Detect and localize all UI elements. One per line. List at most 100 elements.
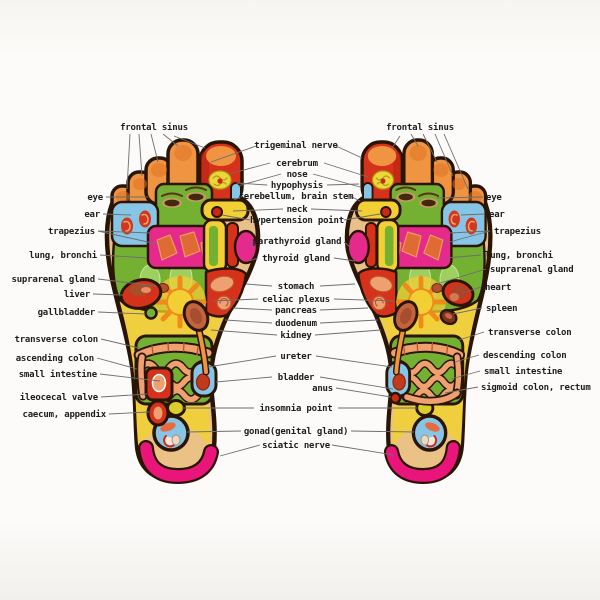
label-suprarenal-gland-right: suprarenal gland: [490, 265, 574, 275]
sigmoid-colon-rectum-leader-line: [444, 386, 479, 394]
label-anus: anus: [312, 384, 333, 394]
nose-leader-line: [312, 173, 361, 188]
ileocecal-valve-leader-line: [100, 393, 148, 398]
ascending-colon-leader-line: [96, 357, 138, 370]
ureter-leader-line: [315, 355, 393, 368]
frontal-sinus-right-leader-line: [443, 133, 469, 190]
label-trapezius-left: trapezius: [48, 226, 95, 237]
frontal-sinus-right-leader-line: [434, 133, 454, 177]
cerebellum-brain-stem-leader-line: [233, 195, 244, 201]
label-spleen: spleen: [486, 304, 517, 314]
celiac-plexus-leader-line: [212, 298, 259, 302]
heart-leader-line: [465, 286, 482, 293]
label-small-intestine-left: small intestine: [19, 369, 98, 380]
bladder-leader-line: [319, 376, 394, 390]
label-sciatic-nerve: sciatic nerve: [262, 440, 331, 451]
ear-right-leader-line: [460, 213, 486, 216]
pancreas-leader-line: [319, 307, 369, 311]
caecum-appendix-leader-line: [108, 411, 150, 415]
label-ear-left: ear: [84, 210, 100, 220]
bladder-leader-line: [215, 376, 273, 383]
kidney-leader-line: [314, 329, 382, 336]
frontal-sinus-right-leader-line: [422, 133, 438, 163]
hypertension-point-leader-line: [343, 213, 381, 221]
parathyroid-gland-leader-line: [249, 241, 256, 248]
sciatic-nerve-leader-line: [331, 444, 395, 456]
small-intestine-right-leader-line: [450, 370, 481, 380]
label-ileocecal-valve: ileocecal valve: [20, 392, 99, 403]
label-caecum-appendix: caecum, appendix: [23, 409, 107, 420]
label-small-intestine-right: small intestine: [484, 366, 563, 377]
hypertension-point-leader-line: [221, 214, 251, 221]
label-pancreas: pancreas: [275, 306, 317, 316]
stomach-leader-line: [245, 283, 273, 287]
label-cerebellum-brain-stem: cerebellum, brain stem: [239, 191, 355, 202]
label-trigeminal-nerve: trigeminal nerve: [254, 140, 338, 151]
label-ureter: ureter: [280, 352, 312, 362]
label-cerebrum: cerebrum: [276, 159, 319, 169]
label-suprarenal-gland-left: suprarenal gland: [12, 275, 96, 285]
suprarenal-gland-right-leader-line: [436, 268, 487, 285]
label-thyroid-gland: thyroid gland: [262, 253, 330, 264]
trigeminal-nerve-leader-line: [335, 145, 363, 159]
small-intestine-left-leader-line: [99, 373, 161, 382]
left-foot: [107, 140, 258, 480]
label-descending-colon: descending colon: [483, 350, 567, 361]
neck-leader-line: [232, 208, 284, 212]
label-lung-bronchi-right: lung, bronchi: [485, 250, 554, 261]
label-eye-left: eye: [87, 193, 103, 203]
thyroid-gland-leader-line: [248, 257, 259, 262]
label-celiac-plexus: celiac plexus: [262, 294, 330, 305]
transverse-colon-right-leader-line: [458, 331, 485, 341]
label-lung-bronchi-left: lung, bronchi: [29, 250, 98, 261]
label-ascending-colon: ascending colon: [16, 353, 94, 364]
hypophysis-leader-line: [235, 182, 268, 186]
label-neck: neck: [287, 205, 309, 215]
trapezius-left-leader-line: [97, 230, 151, 234]
thyroid-gland-leader-line: [333, 257, 356, 262]
gonad-genital-gland-leader-line: [350, 430, 415, 433]
label-sigmoid-colon-rectum: sigmoid colon, rectum: [481, 382, 591, 393]
label-transverse-colon-right: transverse colon: [488, 328, 572, 338]
suprarenal-gland-left-leader-line: [97, 278, 157, 287]
transverse-colon-left-leader-line: [100, 338, 140, 349]
labels-layer: frontal sinus frontal sinus eye ear trapeziu…: [12, 122, 592, 457]
label-hypertension-point: hypertension point: [250, 215, 344, 226]
label-heart: heart: [485, 283, 511, 293]
trigeminal-nerve-leader-line: [210, 145, 257, 163]
gonad-genital-gland-leader-line: [186, 430, 242, 433]
label-trapezius-right: trapezius: [494, 226, 541, 237]
label-transverse-colon-left: transverse colon: [15, 335, 99, 345]
cerebrum-leader-line: [228, 162, 271, 175]
ureter-leader-line: [207, 355, 277, 368]
label-gonad-genital-gland: gonad(genital gland): [244, 426, 348, 437]
frontal-sinus-right-leader-line: [391, 135, 401, 149]
frontal-sinus-left-leader-line: [126, 133, 131, 190]
label-duodenum: duodenum: [275, 319, 318, 329]
liver-leader-line: [92, 293, 124, 296]
hypophysis-leader-line: [326, 183, 360, 186]
sciatic-nerve-leader-line: [219, 444, 261, 457]
neck-leader-line: [310, 208, 363, 212]
eye-right-leader-line: [436, 196, 484, 199]
parathyroid-gland-leader-line: [343, 241, 351, 248]
label-gallbladder: gallbladder: [38, 308, 96, 318]
label-frontal-sinus-left: frontal sinus: [120, 122, 188, 133]
descending-colon-leader-line: [454, 354, 480, 363]
right-foot: [347, 140, 490, 480]
celiac-plexus-leader-line: [333, 298, 395, 302]
label-ear-right: ear: [489, 210, 505, 220]
stomach-leader-line: [319, 283, 356, 287]
kidney-leader-line: [210, 329, 278, 336]
lung-bronchi-left-leader-line: [99, 254, 148, 259]
frontal-sinus-right-leader-line: [410, 133, 419, 147]
cerebellum-brain-stem-leader-line: [349, 195, 361, 202]
duodenum-leader-line: [319, 319, 379, 324]
trapezius-right-leader-line: [448, 230, 491, 234]
frontal-sinus-left-leader-line: [150, 133, 159, 163]
label-insomnia-point: insomnia point: [259, 403, 332, 414]
trapezius-right-leader-line: [441, 230, 491, 245]
label-frontal-sinus-right: frontal sinus: [386, 122, 454, 133]
